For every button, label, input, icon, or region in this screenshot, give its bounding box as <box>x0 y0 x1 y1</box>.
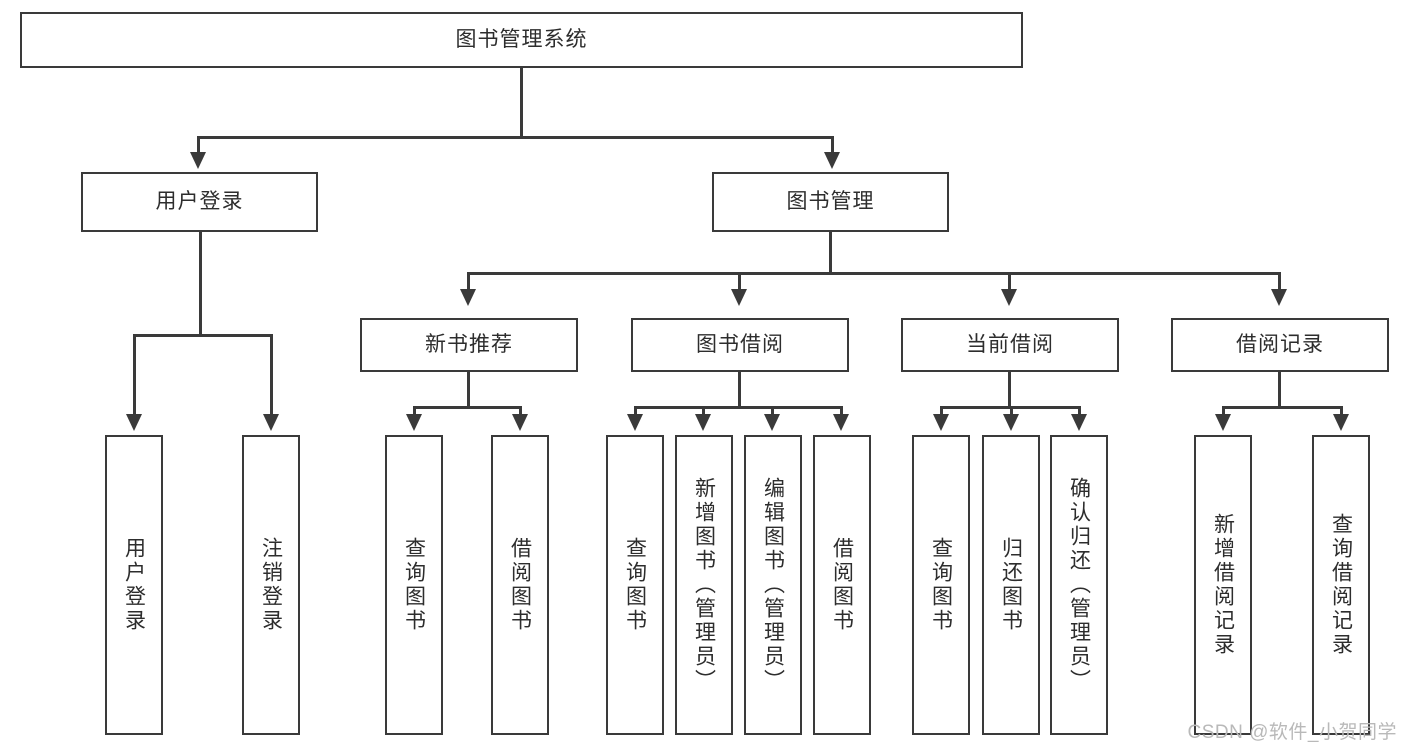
arrow-br-leaf-1 <box>1215 414 1231 431</box>
node-book-manage-label: 图书管理 <box>786 189 875 213</box>
arrow-bb-leaf-3 <box>764 414 780 431</box>
node-leaf-add-book[interactable]: 新增图书（管理员） <box>675 435 733 735</box>
arrow-root-to-book-manage <box>824 152 840 169</box>
arrow-nbr-leaf-1 <box>406 414 422 431</box>
node-leaf-return-book-label: 归还图书 <box>999 537 1023 633</box>
connector-bb-drop-2 <box>702 406 705 418</box>
arrow-root-to-user-login <box>190 152 206 169</box>
connector-book-manage-split-bar <box>467 272 1281 275</box>
connector-bb-drop-1 <box>634 406 637 418</box>
node-book-borrow[interactable]: 图书借阅 <box>631 318 849 372</box>
node-leaf-borrow-book-2-label: 借阅图书 <box>830 537 854 633</box>
node-leaf-user-login[interactable]: 用户登录 <box>105 435 163 735</box>
node-leaf-return-book[interactable]: 归还图书 <box>982 435 1040 735</box>
connector-bb-drop-4 <box>840 406 843 418</box>
connector-user-login-drop-1 <box>133 334 136 418</box>
node-book-manage[interactable]: 图书管理 <box>712 172 949 232</box>
connector-nbr-drop-2 <box>519 406 522 418</box>
node-leaf-query-book-3[interactable]: 查询图书 <box>912 435 970 735</box>
node-leaf-query-book-1-label: 查询图书 <box>402 537 426 633</box>
node-leaf-add-record-label: 新增借阅记录 <box>1211 513 1235 657</box>
watermark-text: CSDN @软件_小贺同学 <box>1187 722 1397 743</box>
connector-br-drop-1 <box>1222 406 1225 418</box>
connector-book-borrow-split-bar <box>634 406 842 409</box>
connector-book-manage-stem <box>829 232 832 274</box>
node-current-borrow-label: 当前借阅 <box>966 332 1054 356</box>
node-leaf-query-book-3-label: 查询图书 <box>929 537 953 633</box>
node-leaf-query-record[interactable]: 查询借阅记录 <box>1312 435 1370 735</box>
node-current-borrow[interactable]: 当前借阅 <box>901 318 1119 372</box>
connector-cb-drop-3 <box>1078 406 1081 418</box>
arrow-user-login-leaf-1 <box>126 414 142 431</box>
arrow-book-manage-to-borrow-record <box>1271 289 1287 306</box>
node-user-login-label: 用户登录 <box>155 189 244 213</box>
connector-book-manage-drop-4 <box>1278 272 1281 292</box>
connector-user-login-stem <box>199 232 202 336</box>
arrow-br-leaf-2 <box>1333 414 1349 431</box>
node-leaf-query-book-1[interactable]: 查询图书 <box>385 435 443 735</box>
connector-bb-drop-3 <box>771 406 774 418</box>
connector-root-stem <box>520 68 523 138</box>
node-leaf-edit-book[interactable]: 编辑图书（管理员） <box>744 435 802 735</box>
node-book-borrow-label: 图书借阅 <box>696 332 784 356</box>
arrow-bb-leaf-4 <box>833 414 849 431</box>
connector-book-manage-drop-3 <box>1008 272 1011 292</box>
arrow-nbr-leaf-2 <box>512 414 528 431</box>
node-new-book-recommend-label: 新书推荐 <box>425 332 513 356</box>
node-leaf-query-record-label: 查询借阅记录 <box>1329 513 1353 657</box>
arrow-book-manage-to-book-borrow <box>731 289 747 306</box>
connector-nbr-drop-1 <box>413 406 416 418</box>
node-leaf-confirm-return-label: 确认归还（管理员） <box>1067 477 1091 693</box>
connector-user-login-drop-2 <box>270 334 273 418</box>
node-leaf-add-record[interactable]: 新增借阅记录 <box>1194 435 1252 735</box>
node-leaf-user-logout-label: 注销登录 <box>259 537 283 633</box>
node-root[interactable]: 图书管理系统 <box>20 12 1023 68</box>
connector-root-to-user-login <box>197 136 200 156</box>
connector-book-borrow-stem <box>738 372 741 408</box>
node-leaf-add-book-label: 新增图书（管理员） <box>692 477 716 693</box>
connector-borrow-record-stem <box>1278 372 1281 408</box>
node-new-book-recommend[interactable]: 新书推荐 <box>360 318 578 372</box>
connector-cb-drop-1 <box>940 406 943 418</box>
connector-current-borrow-stem <box>1008 372 1011 408</box>
node-leaf-user-login-label: 用户登录 <box>122 537 146 633</box>
arrow-cb-leaf-1 <box>933 414 949 431</box>
node-user-login[interactable]: 用户登录 <box>81 172 318 232</box>
node-root-label: 图书管理系统 <box>455 27 588 51</box>
arrow-book-manage-to-new-book-recommend <box>460 289 476 306</box>
node-leaf-borrow-book-1[interactable]: 借阅图书 <box>491 435 549 735</box>
node-leaf-edit-book-label: 编辑图书（管理员） <box>761 477 785 693</box>
arrow-bb-leaf-2 <box>695 414 711 431</box>
connector-root-to-book-manage <box>831 136 834 156</box>
node-leaf-query-book-2-label: 查询图书 <box>623 537 647 633</box>
node-borrow-record-label: 借阅记录 <box>1236 332 1324 356</box>
arrow-book-manage-to-current-borrow <box>1001 289 1017 306</box>
node-leaf-borrow-book-1-label: 借阅图书 <box>508 537 532 633</box>
connector-book-manage-drop-2 <box>738 272 741 292</box>
connector-cb-drop-2 <box>1010 406 1013 418</box>
connector-borrow-record-split-bar <box>1222 406 1342 409</box>
connector-root-split-bar <box>197 136 833 139</box>
connector-br-drop-2 <box>1340 406 1343 418</box>
connector-new-book-recommend-split-bar <box>413 406 521 409</box>
connector-new-book-recommend-stem <box>467 372 470 408</box>
arrow-cb-leaf-2 <box>1003 414 1019 431</box>
node-borrow-record[interactable]: 借阅记录 <box>1171 318 1389 372</box>
connector-book-manage-drop-1 <box>467 272 470 292</box>
arrow-cb-leaf-3 <box>1071 414 1087 431</box>
node-leaf-confirm-return[interactable]: 确认归还（管理员） <box>1050 435 1108 735</box>
node-leaf-borrow-book-2[interactable]: 借阅图书 <box>813 435 871 735</box>
node-leaf-user-logout[interactable]: 注销登录 <box>242 435 300 735</box>
connector-user-login-split-bar <box>133 334 272 337</box>
arrow-user-login-leaf-2 <box>263 414 279 431</box>
node-leaf-query-book-2[interactable]: 查询图书 <box>606 435 664 735</box>
arrow-bb-leaf-1 <box>627 414 643 431</box>
